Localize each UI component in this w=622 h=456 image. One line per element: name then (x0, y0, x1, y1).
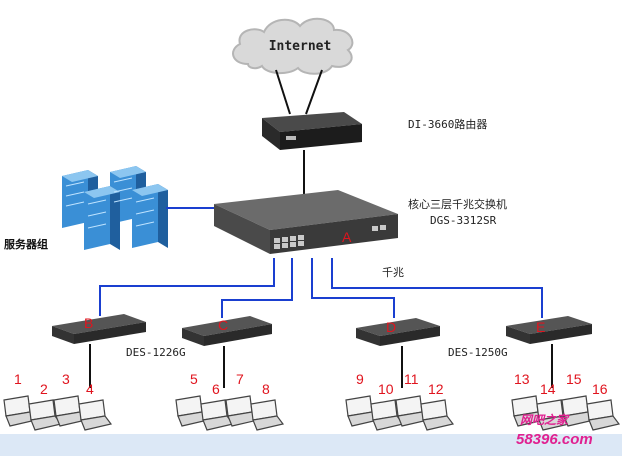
core-switch-label-line1: 核心三层千兆交换机 (408, 197, 507, 211)
bottom-band (0, 434, 622, 456)
laptop-icon (78, 399, 113, 431)
router-label: DI-3660路由器 (408, 117, 487, 131)
pc-number-label: 4 (86, 381, 94, 397)
laptop-icon (200, 399, 235, 431)
uplink-e (331, 258, 543, 318)
laptop-icon (511, 395, 546, 427)
pc-number-label: 11 (404, 371, 419, 387)
switch-model-bc-label: DES-1226G (126, 346, 186, 359)
laptop-icon (420, 399, 455, 431)
switch-model-de-label: DES-1250G (448, 346, 508, 359)
internet-link-right (305, 69, 323, 115)
pc-number-label: 7 (236, 371, 244, 387)
laptop-icon (345, 395, 380, 427)
internet-cloud: Internet (232, 17, 354, 75)
pc-links (89, 344, 553, 388)
gigabit-label: 千兆 (382, 266, 404, 279)
switch-c-letter: C (218, 317, 228, 333)
pc-number-label: 3 (62, 371, 70, 387)
core-switch-device (214, 190, 398, 254)
pc-number-label: 12 (428, 381, 444, 397)
pc-number-label: 9 (356, 371, 364, 387)
switch-b-device (52, 314, 146, 344)
laptop-icon (250, 399, 285, 431)
core-switch-letter: A (342, 229, 352, 245)
pc-number-label: 1 (14, 371, 22, 387)
watermark-line1: 网吧之家 (520, 413, 570, 427)
laptop-icon (586, 399, 621, 431)
laptop-icon (175, 395, 210, 427)
core-switch-label-line2: DGS-3312SR (430, 214, 497, 227)
switch-b-letter: B (84, 315, 93, 331)
server-group-label: 服务器组 (4, 237, 48, 251)
pc-number-label: 6 (212, 381, 220, 397)
pc-number-label: 13 (514, 371, 530, 387)
laptop-icon (536, 399, 571, 431)
watermark-line2: 58396.com (516, 431, 593, 448)
switch-e-device (506, 316, 592, 344)
switch-d-letter: D (386, 319, 396, 335)
laptop-icon (28, 399, 63, 431)
router-device (262, 112, 362, 150)
laptop-icon (370, 399, 405, 431)
server-group-icon (62, 166, 168, 250)
pc-number-label: 14 (540, 381, 556, 397)
uplink-b (99, 258, 275, 316)
uplink-c (221, 258, 293, 318)
switch-e-letter: E (536, 319, 545, 335)
uplink-lines (99, 258, 543, 318)
watermark: 网吧之家 58396.com (516, 413, 593, 448)
pc-number-label: 5 (190, 371, 198, 387)
pc-number-label: 8 (262, 381, 270, 397)
switch-d-device (356, 318, 440, 346)
uplink-d (311, 258, 395, 318)
internet-label: Internet (269, 39, 332, 54)
pc-number-label: 15 (566, 371, 582, 387)
pc-number-label: 2 (40, 381, 48, 397)
switch-c-device (182, 316, 272, 346)
pc-number-label: 16 (592, 381, 608, 397)
pc-number-label: 10 (378, 381, 394, 397)
laptop-icon (53, 395, 88, 427)
internet-link-left (275, 69, 291, 115)
